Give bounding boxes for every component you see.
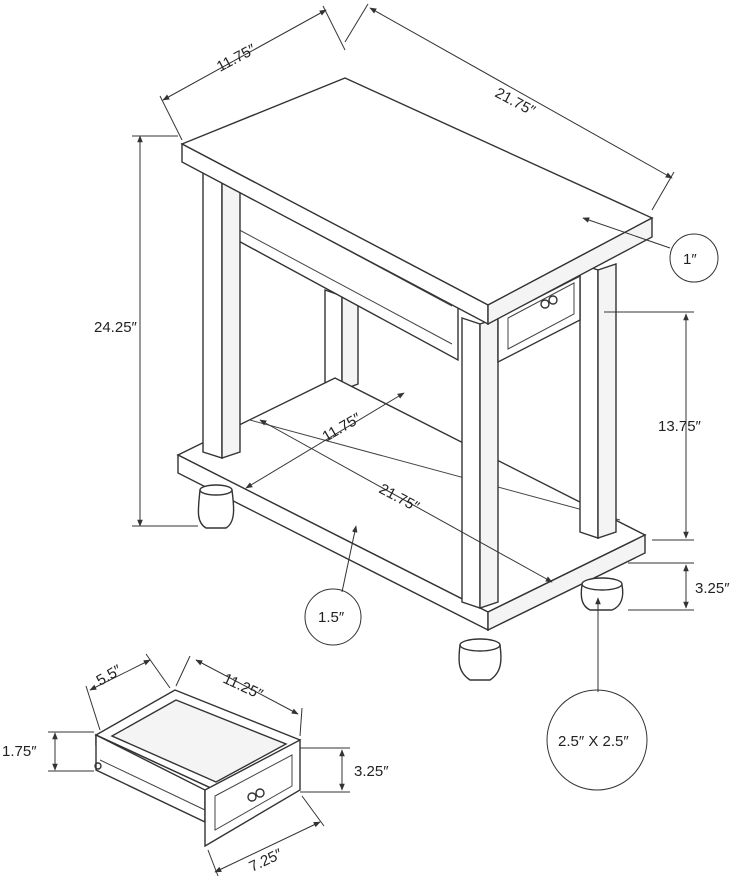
label-drawer-inner-height: 1.75″ [2, 743, 37, 760]
dimension-lines [48, 3, 719, 877]
label-clearance-height: 13.75″ [658, 418, 702, 435]
label-overall-height: 24.25″ [94, 319, 138, 336]
label-foot-size: 2.5″ X 2.5″ [558, 733, 629, 750]
label-top-width: 11.75″ [214, 41, 259, 76]
label-drawer-front-width: 7.25″ [247, 845, 286, 875]
drawer-illustration [94, 689, 302, 848]
label-drawer-length: 11.25″ [220, 670, 266, 703]
label-drawer-front-height: 3.25″ [354, 763, 389, 780]
foot-front [458, 638, 502, 681]
end-table-illustration [176, 77, 654, 681]
foot-front-right [580, 577, 624, 611]
label-base-thickness: 1.5″ [318, 609, 345, 626]
drawer-front-knob-icon [247, 788, 265, 802]
foot-front-left [197, 484, 235, 529]
label-base-height: 3.25″ [695, 580, 730, 597]
drawer-knob-icon [540, 295, 558, 309]
label-top-thickness: 1″ [683, 251, 697, 268]
label-drawer-depth: 5.5″ [94, 661, 126, 689]
